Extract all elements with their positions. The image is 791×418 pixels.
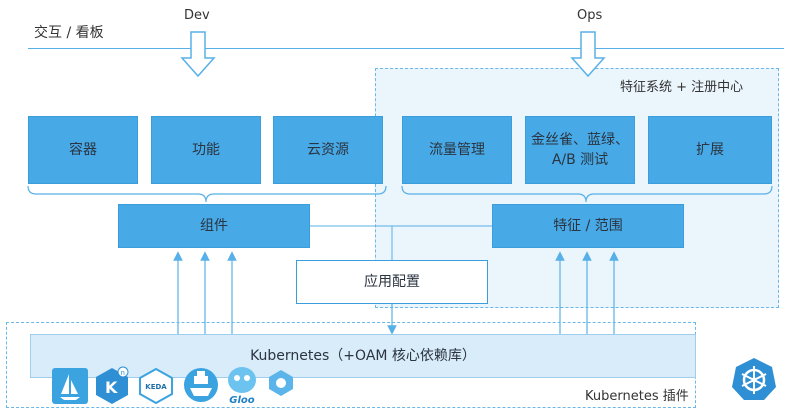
feature-brace bbox=[401, 185, 773, 203]
gloo-icon: Gloo bbox=[222, 364, 262, 406]
feature-system-title: 特征系统 + 注册中心 bbox=[620, 80, 744, 95]
keda-icon: KEDA bbox=[138, 367, 174, 405]
kubernetes-bar: Kubernetes（+OAM 核心依赖库） bbox=[30, 334, 696, 378]
ops-arrow bbox=[570, 31, 606, 78]
plugins-title: Kubernetes 插件 bbox=[585, 389, 689, 404]
istio-icon bbox=[52, 368, 88, 404]
svg-text:Gloo: Gloo bbox=[229, 395, 255, 406]
svg-text:K: K bbox=[105, 378, 118, 397]
container-box: 容器 bbox=[28, 116, 138, 184]
interaction-label: 交互 / 看板 bbox=[34, 25, 104, 41]
svg-text:n: n bbox=[121, 369, 125, 377]
trait-scope-box: 特征 / 范围 bbox=[492, 204, 684, 248]
function-box: 功能 bbox=[151, 116, 261, 184]
dev-label: Dev bbox=[184, 8, 210, 23]
cloud-resource-box: 云资源 bbox=[273, 116, 383, 184]
extension-box: 扩展 bbox=[648, 116, 772, 184]
helm-icon bbox=[266, 368, 296, 398]
ops-label: Ops bbox=[577, 8, 603, 23]
canary-release-box: 金丝雀、蓝绿、 A/B 测试 bbox=[525, 116, 635, 184]
header-line bbox=[28, 48, 784, 49]
component-box: 组件 bbox=[118, 204, 310, 248]
traffic-management-box: 流量管理 bbox=[402, 116, 512, 184]
components-brace bbox=[27, 185, 387, 203]
app-config-box: 应用配置 bbox=[296, 260, 488, 304]
dev-arrow bbox=[180, 31, 216, 78]
kubernetes-icon bbox=[731, 356, 777, 402]
harbor-icon bbox=[182, 366, 220, 404]
knative-icon: K n bbox=[92, 366, 132, 406]
svg-text:KEDA: KEDA bbox=[145, 383, 167, 391]
